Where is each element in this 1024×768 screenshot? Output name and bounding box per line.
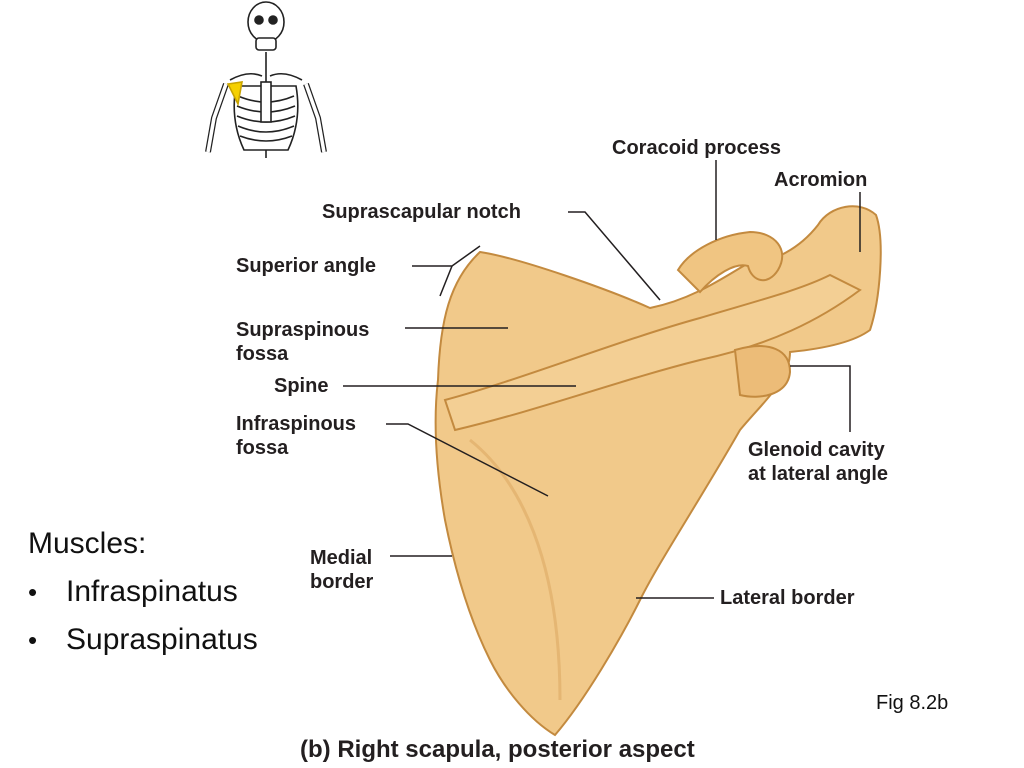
label-coracoid-process: Coracoid process: [612, 137, 781, 159]
muscle-name: Infraspinatus: [66, 575, 238, 608]
label-infraspinous-fossa: Infraspinous fossa: [236, 413, 357, 459]
label-medial-border: Medial border: [310, 547, 374, 593]
scapula-bone: [434, 205, 882, 737]
muscles-list: Muscles: • Infraspinatus • Supraspinatus: [28, 520, 258, 664]
muscle-name: Supraspinatus: [66, 623, 258, 656]
label-supraspinous-fossa: Supraspinous fossa: [236, 319, 370, 365]
bullet-icon: •: [28, 577, 38, 607]
label-lateral-border: Lateral border: [720, 587, 855, 609]
muscles-heading: Muscles:: [28, 527, 147, 560]
bullet-icon: •: [28, 625, 38, 655]
list-item: • Infraspinatus: [28, 568, 258, 616]
label-acromion: Acromion: [774, 169, 868, 191]
label-spine: Spine: [274, 375, 329, 397]
label-suprascapular-notch: Suprascapular notch: [322, 201, 521, 223]
figure-caption: (b) Right scapula, posterior aspect: [300, 736, 695, 763]
list-item: • Supraspinatus: [28, 616, 258, 664]
figure-reference: Fig 8.2b: [876, 692, 949, 714]
label-glenoid-cavity: Glenoid cavity at lateral angle: [748, 439, 889, 485]
leader-lines: [343, 160, 861, 599]
label-superior-angle: Superior angle: [236, 255, 377, 277]
skeleton-thumbnail-icon: [205, 1, 327, 158]
